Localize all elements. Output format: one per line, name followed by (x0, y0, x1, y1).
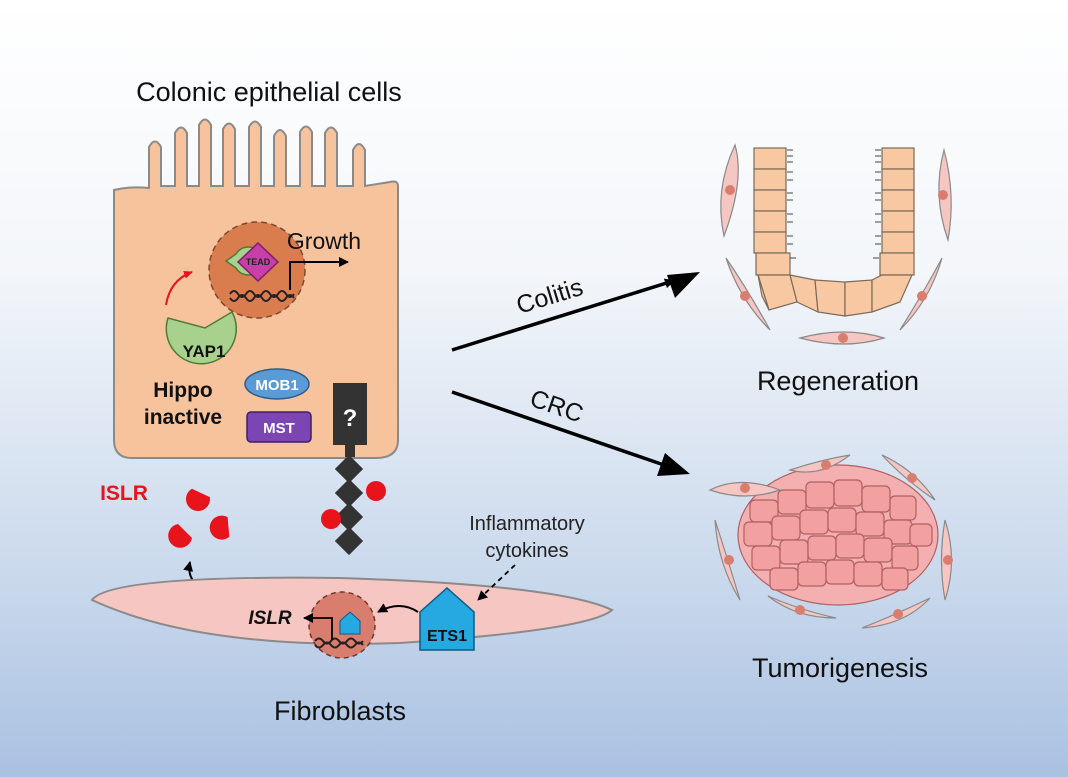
bound-islr-2 (321, 509, 341, 529)
receptor-domain-1 (334, 454, 364, 484)
yap1-label: YAP1 (183, 342, 226, 361)
tumor-mass (737, 464, 939, 606)
tead-label: TEAD (246, 257, 271, 267)
yap1-translocation-arrow (165, 270, 193, 306)
islr-drop-2 (168, 524, 192, 548)
fibroblast-dna (314, 637, 364, 645)
fibroblast-dna-2 (314, 641, 364, 649)
inactive-label: inactive (144, 406, 222, 429)
crc-arrow (451, 390, 665, 467)
ets1-shape (419, 586, 475, 651)
mst-box (246, 411, 312, 443)
colitis-arrowhead (667, 272, 700, 298)
regeneration-label: Regeneration (757, 366, 919, 396)
ets1-nuclear-arrow (377, 603, 419, 613)
regenerating-crypt (753, 147, 915, 317)
hippo-label: Hippo (153, 379, 212, 402)
bound-islr-1 (366, 481, 386, 501)
receptor-label: ? (343, 405, 358, 432)
receptor-box (333, 383, 367, 445)
dna-strand-2 (229, 294, 295, 302)
mob1-label: MOB1 (255, 377, 298, 394)
yap1-shape (165, 310, 238, 365)
tumorigenesis-label: Tumorigenesis (752, 653, 928, 683)
crypt-fibroblast-nuclei (725, 185, 948, 343)
receptor-domain-3 (334, 502, 364, 532)
cytokines-label: cytokines (485, 540, 568, 562)
tead-diamond (236, 241, 280, 283)
transcription-arrow (289, 257, 349, 290)
tumor-fibroblast-nuclei (724, 460, 953, 619)
islr-transcription-arrow (303, 613, 333, 640)
islr-protein-label: ISLR (100, 482, 148, 505)
islr-gene-label: ISLR (248, 608, 292, 629)
nuclear-ets1-shape (339, 611, 361, 635)
receptor-domain-2 (334, 478, 364, 508)
epithelial-cells-title: Colonic epithelial cells (136, 77, 402, 107)
inflammatory-label: Inflammatory (469, 513, 585, 535)
mst-label: MST (263, 420, 295, 437)
receptor-domain-4 (334, 526, 364, 556)
islr-drop-1 (186, 488, 210, 512)
mob1-oval (244, 368, 310, 400)
crc-arrowhead (657, 453, 690, 476)
islr-drop-3 (209, 515, 230, 540)
growth-label: Growth (287, 228, 361, 254)
brush-border (787, 149, 881, 259)
fibroblasts-label: Fibroblasts (274, 696, 406, 726)
colitis-arrow (451, 278, 675, 352)
ets1-label: ETS1 (427, 628, 467, 645)
receptor-stalk (345, 445, 355, 457)
